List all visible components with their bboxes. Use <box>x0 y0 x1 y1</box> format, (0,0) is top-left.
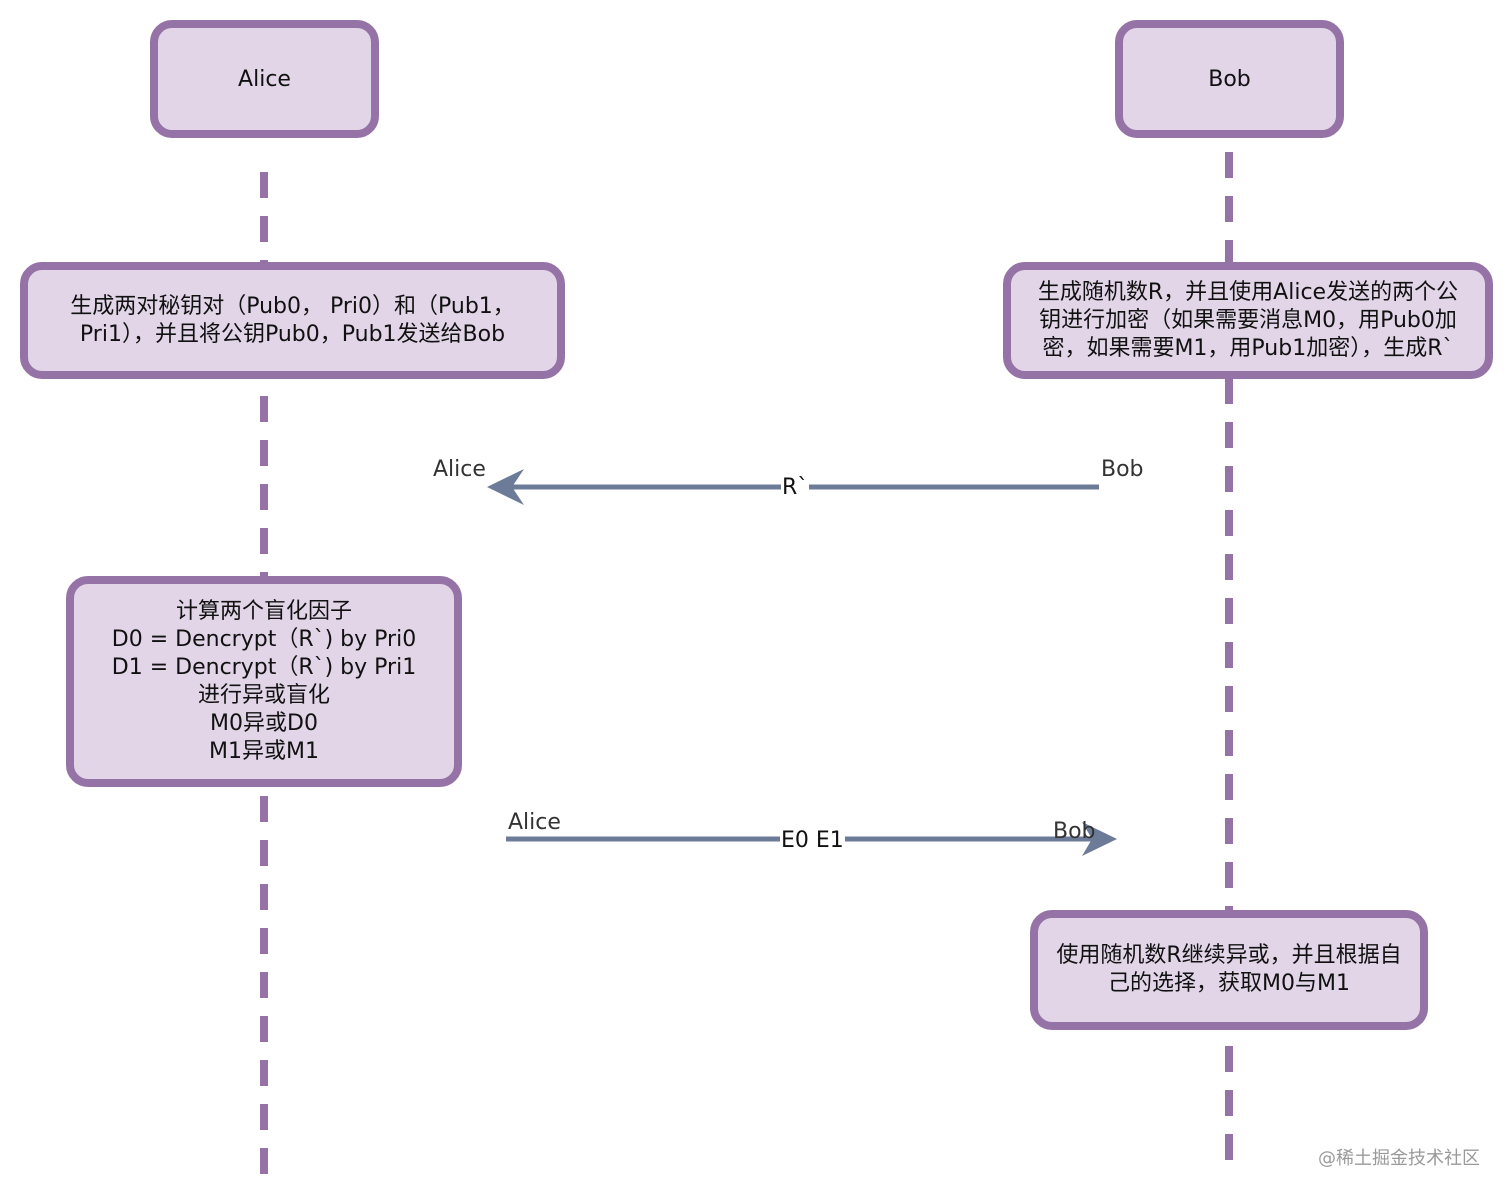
watermark: @稀土掘金技术社区 <box>1318 1148 1480 1169</box>
note-line: D0 = Dencrypt（R`) by Pri0 <box>111 626 417 652</box>
note-line: Pri1），并且将公钥Pub0，Pub1发送给Bob <box>79 321 506 347</box>
note-line: M1异或M1 <box>209 738 319 764</box>
actor-alice-label: Alice <box>238 66 291 92</box>
note-line: M0异或D0 <box>210 710 318 736</box>
note-line: 密，如果需要M1，用Pub1加密），生成R` <box>1042 335 1454 361</box>
note-line: 计算两个盲化因子 <box>175 598 352 624</box>
note-line: 钥进行加密（如果需要消息M0，用Pub0加 <box>1039 307 1457 333</box>
arrow-source-label-alice: Alice <box>508 810 561 835</box>
arrow-target-label-alice: Alice <box>433 457 486 482</box>
actor-alice[interactable]: Alice <box>150 20 379 138</box>
note-line: 生成两对秘钥对（Pub0， Pri0）和（Pub1， <box>70 293 515 319</box>
note-line: 进行异或盲化 <box>197 682 330 708</box>
note-bob-encrypt[interactable]: 生成随机数R，并且使用Alice发送的两个公 钥进行加密（如果需要消息M0，用P… <box>1003 262 1493 379</box>
actor-bob-label: Bob <box>1208 66 1251 92</box>
arrow-target-label-bob: Bob <box>1053 819 1096 844</box>
message-label-r-prime[interactable]: R` <box>781 475 810 500</box>
note-line: D1 = Dencrypt（R`) by Pri1 <box>111 654 417 680</box>
message-label-e0-e1[interactable]: E0 E1 <box>780 828 845 853</box>
note-line: 己的选择，获取M0与M1 <box>1108 971 1350 996</box>
arrow-source-label-bob: Bob <box>1101 457 1144 482</box>
note-bob-result[interactable]: 使用随机数R继续异或，并且根据自 己的选择，获取M0与M1 <box>1030 910 1428 1030</box>
note-line: 使用随机数R继续异或，并且根据自 <box>1056 943 1402 968</box>
note-alice-blind[interactable]: 计算两个盲化因子 D0 = Dencrypt（R`) by Pri0 D1 = … <box>66 576 462 787</box>
note-line: 生成随机数R，并且使用Alice发送的两个公 <box>1037 279 1459 305</box>
actor-bob[interactable]: Bob <box>1115 20 1344 138</box>
note-alice-keygen[interactable]: 生成两对秘钥对（Pub0， Pri0）和（Pub1， Pri1），并且将公钥Pu… <box>20 262 565 379</box>
